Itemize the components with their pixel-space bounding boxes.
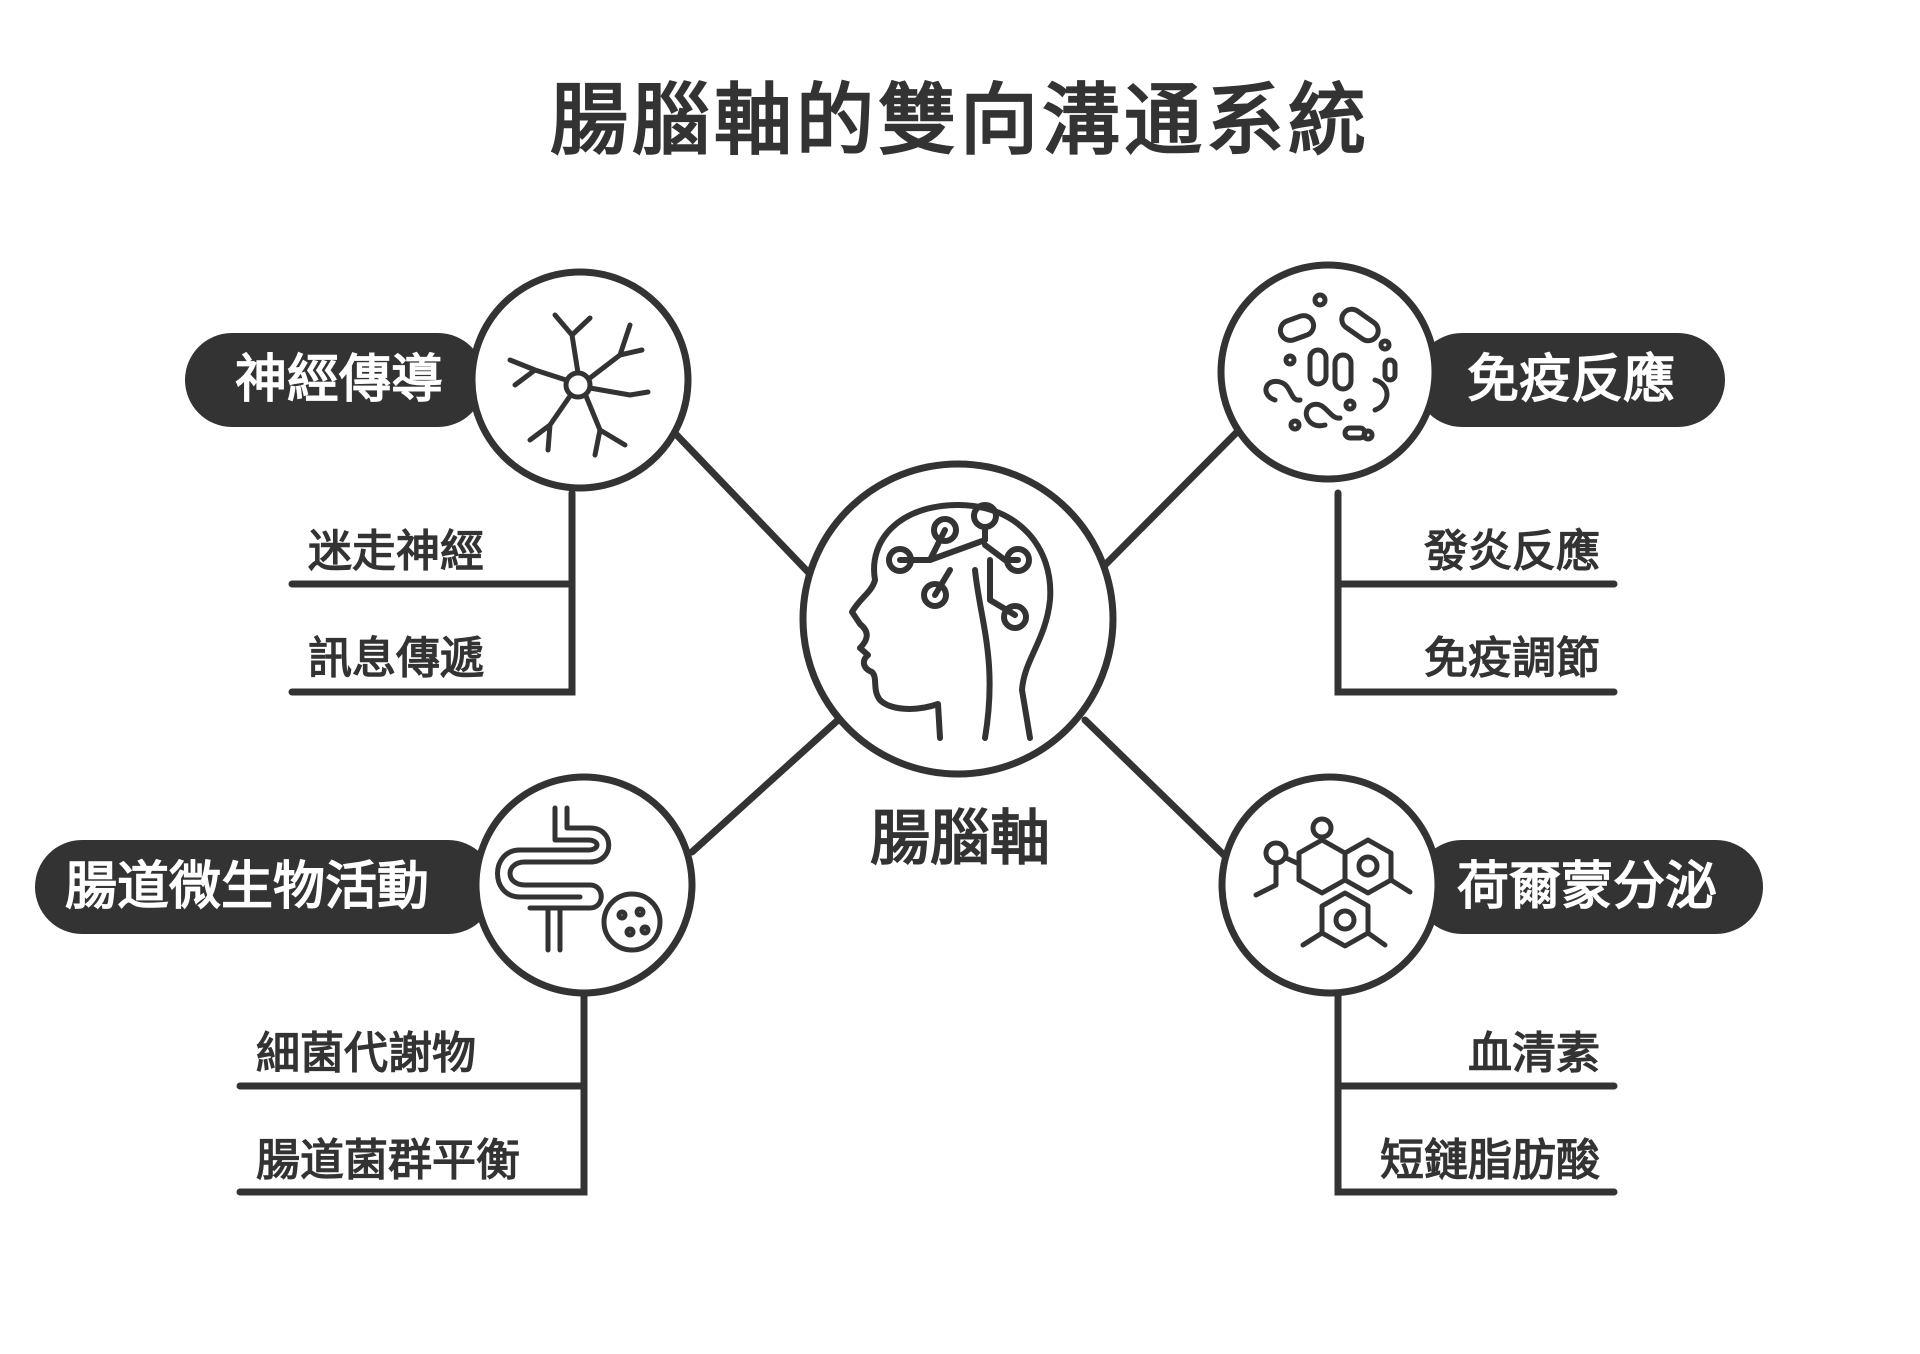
- neural-pill: 神經傳導: [185, 333, 485, 427]
- center-circle: [799, 460, 1117, 778]
- connector-microbiome: [688, 716, 842, 856]
- bracket-hormone: [1334, 992, 1618, 1196]
- hormone-label: 荷爾蒙分泌: [1457, 857, 1718, 917]
- connector-neural: [666, 424, 812, 576]
- microbiome-pill: 腸道微生物活動: [35, 840, 495, 934]
- immune-label: 免疫反應: [1467, 350, 1676, 410]
- hormone-item-1: 血清素: [1468, 1028, 1600, 1079]
- immune-item-1: 發炎反應: [1424, 526, 1600, 577]
- hormone-pill: 荷爾蒙分泌: [1415, 840, 1763, 934]
- bracket-neural: [288, 489, 576, 696]
- brain-circuit-head-icon: [849, 502, 1054, 741]
- microbiome-item-1: 細菌代謝物: [256, 1028, 476, 1079]
- bracket-lines: [236, 489, 1618, 1196]
- bracket-microbiome: [236, 992, 588, 1196]
- bracket-immune: [1334, 489, 1618, 696]
- neural-item-1: 迷走神經: [308, 526, 484, 577]
- immune-item-2: 免疫調節: [1424, 633, 1600, 684]
- neural-item-2: 訊息傳遞: [308, 633, 484, 684]
- center-node: [799, 460, 1117, 778]
- connector-hormone: [1081, 716, 1231, 862]
- connector-immune: [1101, 424, 1245, 569]
- center-label: 腸腦軸: [870, 804, 1050, 874]
- immune-pill: 免疫反應: [1415, 333, 1725, 427]
- microbiome-item-2: 腸道菌群平衡: [256, 1135, 520, 1186]
- hormone-item-2: 短鏈脂肪酸: [1380, 1135, 1600, 1186]
- page-title: 腸腦軸的雙向溝通系統: [549, 76, 1370, 166]
- neural-label: 神經傳導: [235, 350, 444, 410]
- microbiome-label: 腸道微生物活動: [65, 857, 430, 917]
